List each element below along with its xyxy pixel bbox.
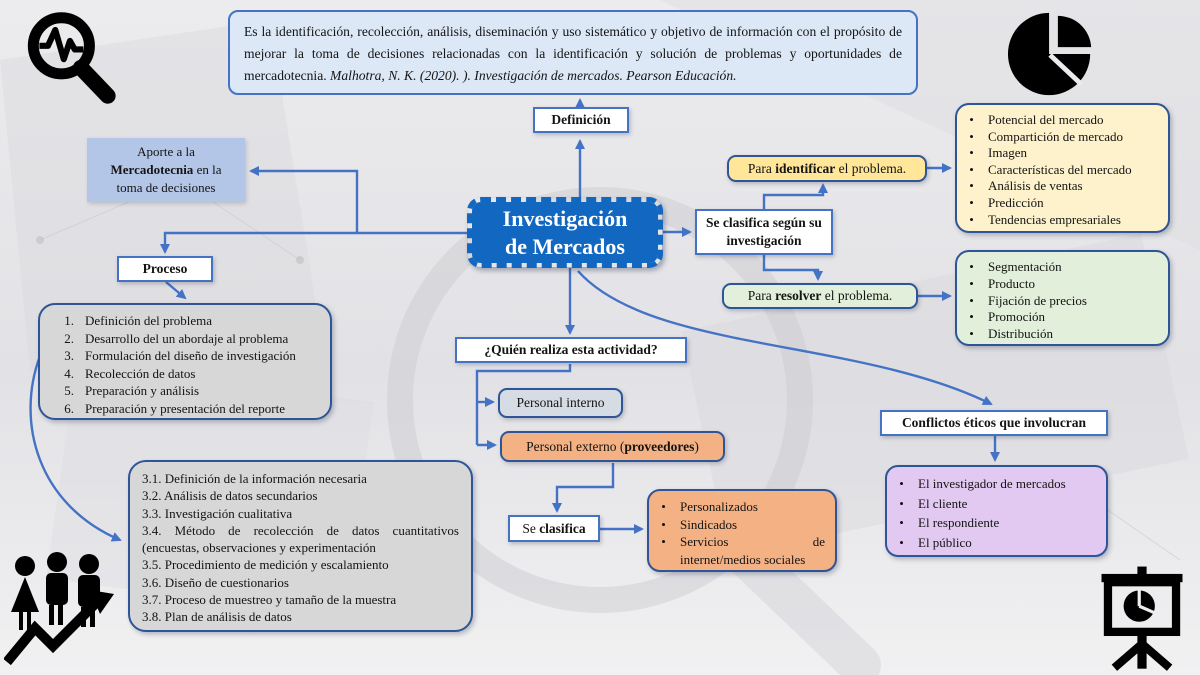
bullet: •: [969, 178, 974, 194]
list-item: •Compartición de mercado: [967, 129, 1158, 146]
list-item: 3.6. Diseño de cuestionarios: [142, 574, 289, 590]
node-para-identificar-label: Para identificar el problema.: [747, 160, 907, 176]
list-item: •Promoción: [967, 309, 1158, 326]
list-item: •Segmentación: [967, 259, 1158, 276]
ethics-list: •El investigador de mercados •El cliente…: [885, 465, 1108, 557]
list-item: •Servicios de internet/medios sociales: [659, 533, 825, 568]
node-para-resolver: Para resolver el problema.: [722, 283, 918, 309]
list-item: 5.Preparación y análisis: [64, 383, 200, 398]
node-definicion-label: Definición: [551, 112, 611, 128]
bullet: •: [899, 495, 904, 511]
bullet: •: [661, 534, 666, 550]
node-definicion: Definición: [533, 107, 629, 133]
node-personal-interno: Personal interno: [498, 388, 623, 418]
people-growth-icon: [4, 552, 114, 666]
pie-chart-icon: [1007, 12, 1092, 96]
node-proceso-label: Proceso: [142, 261, 188, 277]
node-personal-externo-label: Personal externo (proveedores): [526, 438, 699, 454]
definition-citation: Malhotra, N. K. (2020). ). Investigación…: [330, 68, 737, 84]
bullet: •: [969, 275, 974, 291]
bullet: •: [899, 534, 904, 550]
bullet: •: [661, 516, 666, 532]
list-item: 3.7. Proceso de muestreo y tamaño de la …: [142, 592, 397, 608]
list-item: •Potencial del mercado: [967, 112, 1158, 129]
list-item: •Imagen: [967, 145, 1158, 162]
node-aporte-text: Aporte a la Mercadotecnia en la toma de …: [110, 143, 222, 196]
bullet: •: [969, 309, 974, 325]
list-item: 6.Preparación y presentación del reporte: [64, 400, 285, 416]
list-item: 2.Desarrollo del un abordaje al problema: [64, 330, 289, 346]
node-quien-realiza-label: ¿Quién realiza esta actividad?: [484, 342, 658, 358]
node-se-clasifica-label: Se clasifica: [522, 520, 586, 536]
bullet: •: [969, 326, 974, 342]
bullet: •: [969, 145, 974, 161]
definition-text: Es la identificación, recolección, análi…: [244, 24, 902, 84]
bullet: •: [969, 112, 974, 127]
solve-list: •Segmentación •Producto •Fijación de pre…: [955, 250, 1170, 346]
process-list: 1.Definición del problema 2.Desarrollo d…: [38, 303, 332, 420]
identify-list: •Potencial del mercado •Compartición de …: [955, 103, 1170, 233]
node-personal-interno-label: Personal interno: [516, 395, 605, 411]
node-conflictos-eticos-label: Conflictos éticos que involucran: [901, 415, 1087, 431]
list-item: 3.Formulación del diseño de investigació…: [64, 348, 296, 363]
bullet: •: [969, 128, 974, 144]
list-item: •Personalizados: [659, 498, 825, 516]
list-item: •Sindicados: [659, 516, 825, 534]
list-item: 3.8. Plan de análisis de datos: [142, 609, 292, 625]
node-se-clasifica-segun: Se clasifica según su investigación: [695, 209, 833, 255]
list-item: 3.2. Análisis de datos secundarios: [142, 488, 318, 504]
list-item: •Análisis de ventas: [967, 178, 1158, 195]
list-item: •Distribución: [967, 326, 1158, 343]
central-node-investigacion-de-mercados: Investigación de Mercados: [467, 197, 663, 268]
list-item: •Fijación de precios: [967, 293, 1158, 310]
list-item: 4.Recolección de datos: [64, 365, 196, 381]
node-conflictos-eticos: Conflictos éticos que involucran: [880, 410, 1108, 436]
list-item: •El público: [897, 533, 1096, 553]
node-para-resolver-label: Para resolver el problema.: [747, 288, 893, 304]
bullet: •: [661, 499, 666, 514]
definition-text-box: Es la identificación, recolección, análi…: [228, 10, 918, 95]
list-item: 3.1. Definición de la información necesa…: [142, 471, 367, 486]
node-se-clasifica: Se clasifica: [508, 515, 600, 542]
bullet: •: [899, 476, 904, 491]
list-item: 1.Definición del problema: [64, 313, 213, 328]
node-quien-realiza: ¿Quién realiza esta actividad?: [455, 337, 687, 363]
node-proceso: Proceso: [117, 256, 213, 282]
presentation-chart-icon: [1101, 566, 1183, 671]
detail-list: 3.1. Definición de la información necesa…: [128, 460, 473, 632]
list-item: •Producto: [967, 276, 1158, 293]
list-item: •Características del mercado: [967, 162, 1158, 179]
node-personal-externo: Personal externo (proveedores): [500, 431, 725, 462]
central-title-line2: de Mercados: [505, 233, 625, 259]
list-item: •El investigador de mercados: [897, 474, 1096, 494]
providers-list: •Personalizados •Sindicados •Servicios d…: [647, 489, 837, 572]
bullet: •: [969, 292, 974, 308]
central-title-line1: Investigación: [502, 206, 628, 231]
list-item: •Predicción: [967, 195, 1158, 212]
list-item: •Tendencias empresariales: [967, 212, 1158, 229]
list-item: •El respondiente: [897, 513, 1096, 533]
bullet: •: [899, 515, 904, 530]
bullet: •: [969, 211, 974, 227]
list-item: 3.3. Investigación cualitativa: [142, 505, 293, 521]
bullet: •: [969, 161, 974, 177]
list-item: •El cliente: [897, 494, 1096, 514]
list-item: 3.4. Método de recolección de datos cuan…: [142, 522, 459, 556]
node-se-clasifica-segun-label: Se clasifica según su investigación: [706, 215, 822, 248]
list-item: 3.5. Procedimiento de medición y escalam…: [142, 557, 389, 573]
node-para-identificar: Para identificar el problema.: [727, 155, 927, 182]
bullet: •: [969, 194, 974, 210]
bullet: •: [969, 259, 974, 274]
search-trend-icon: [27, 12, 116, 104]
node-aporte-mercadotecnia: Aporte a la Mercadotecnia en la toma de …: [87, 138, 245, 202]
